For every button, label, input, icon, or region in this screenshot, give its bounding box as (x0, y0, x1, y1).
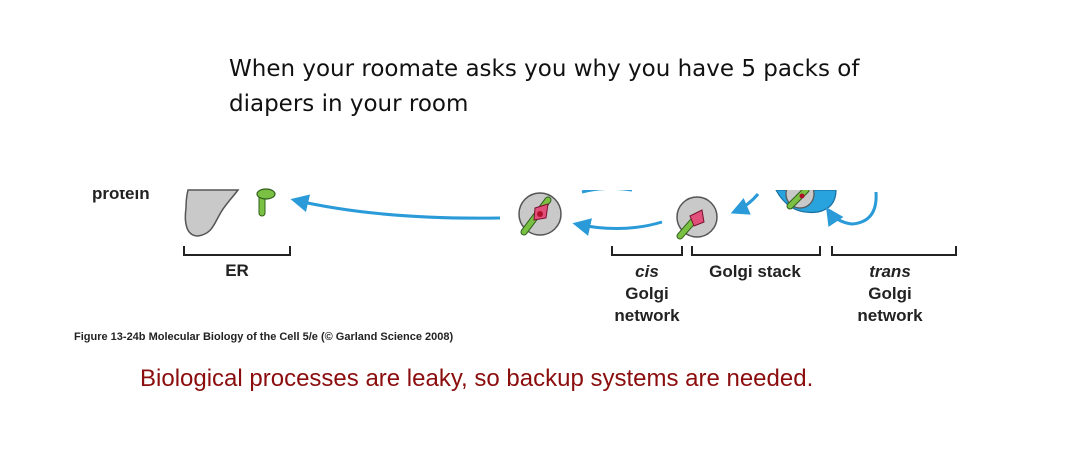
meme-line-2: diapers in your room (229, 91, 469, 117)
er-receptor (256, 188, 276, 217)
trans-network-label: network (857, 306, 923, 325)
cis-network-label: network (614, 306, 680, 325)
trans-cisterna (775, 190, 837, 214)
er-label: ER (225, 261, 249, 280)
footer-statement: Biological processes are leaky, so backu… (140, 365, 814, 392)
cis-golgi-vesicle (676, 196, 718, 240)
golgi-stack-label: Golgi stack (709, 262, 801, 281)
retrieval-vesicle (518, 192, 562, 236)
top-arrow-fragment (581, 190, 632, 194)
cis-label: cis (635, 262, 659, 281)
arrow-stack-to-cis (730, 193, 760, 215)
region-brackets (183, 246, 957, 256)
arrow-cis-to-vesicle (572, 218, 663, 236)
meme-caption: When your roomate asks you why you have … (229, 52, 929, 122)
arrow-trans-loop (826, 191, 878, 227)
trans-label: trans (869, 262, 911, 281)
er-lumen (184, 189, 240, 237)
figure-caption: Figure 13-24b Molecular Biology of the C… (74, 331, 454, 343)
meme-line-1: When your roomate asks you why you have … (229, 56, 860, 82)
retrograde-arrow-to-er (290, 194, 501, 220)
protein-label: protein (92, 184, 150, 203)
trans-golgi-label: Golgi (868, 284, 911, 303)
cis-golgi-label: Golgi (625, 284, 668, 303)
